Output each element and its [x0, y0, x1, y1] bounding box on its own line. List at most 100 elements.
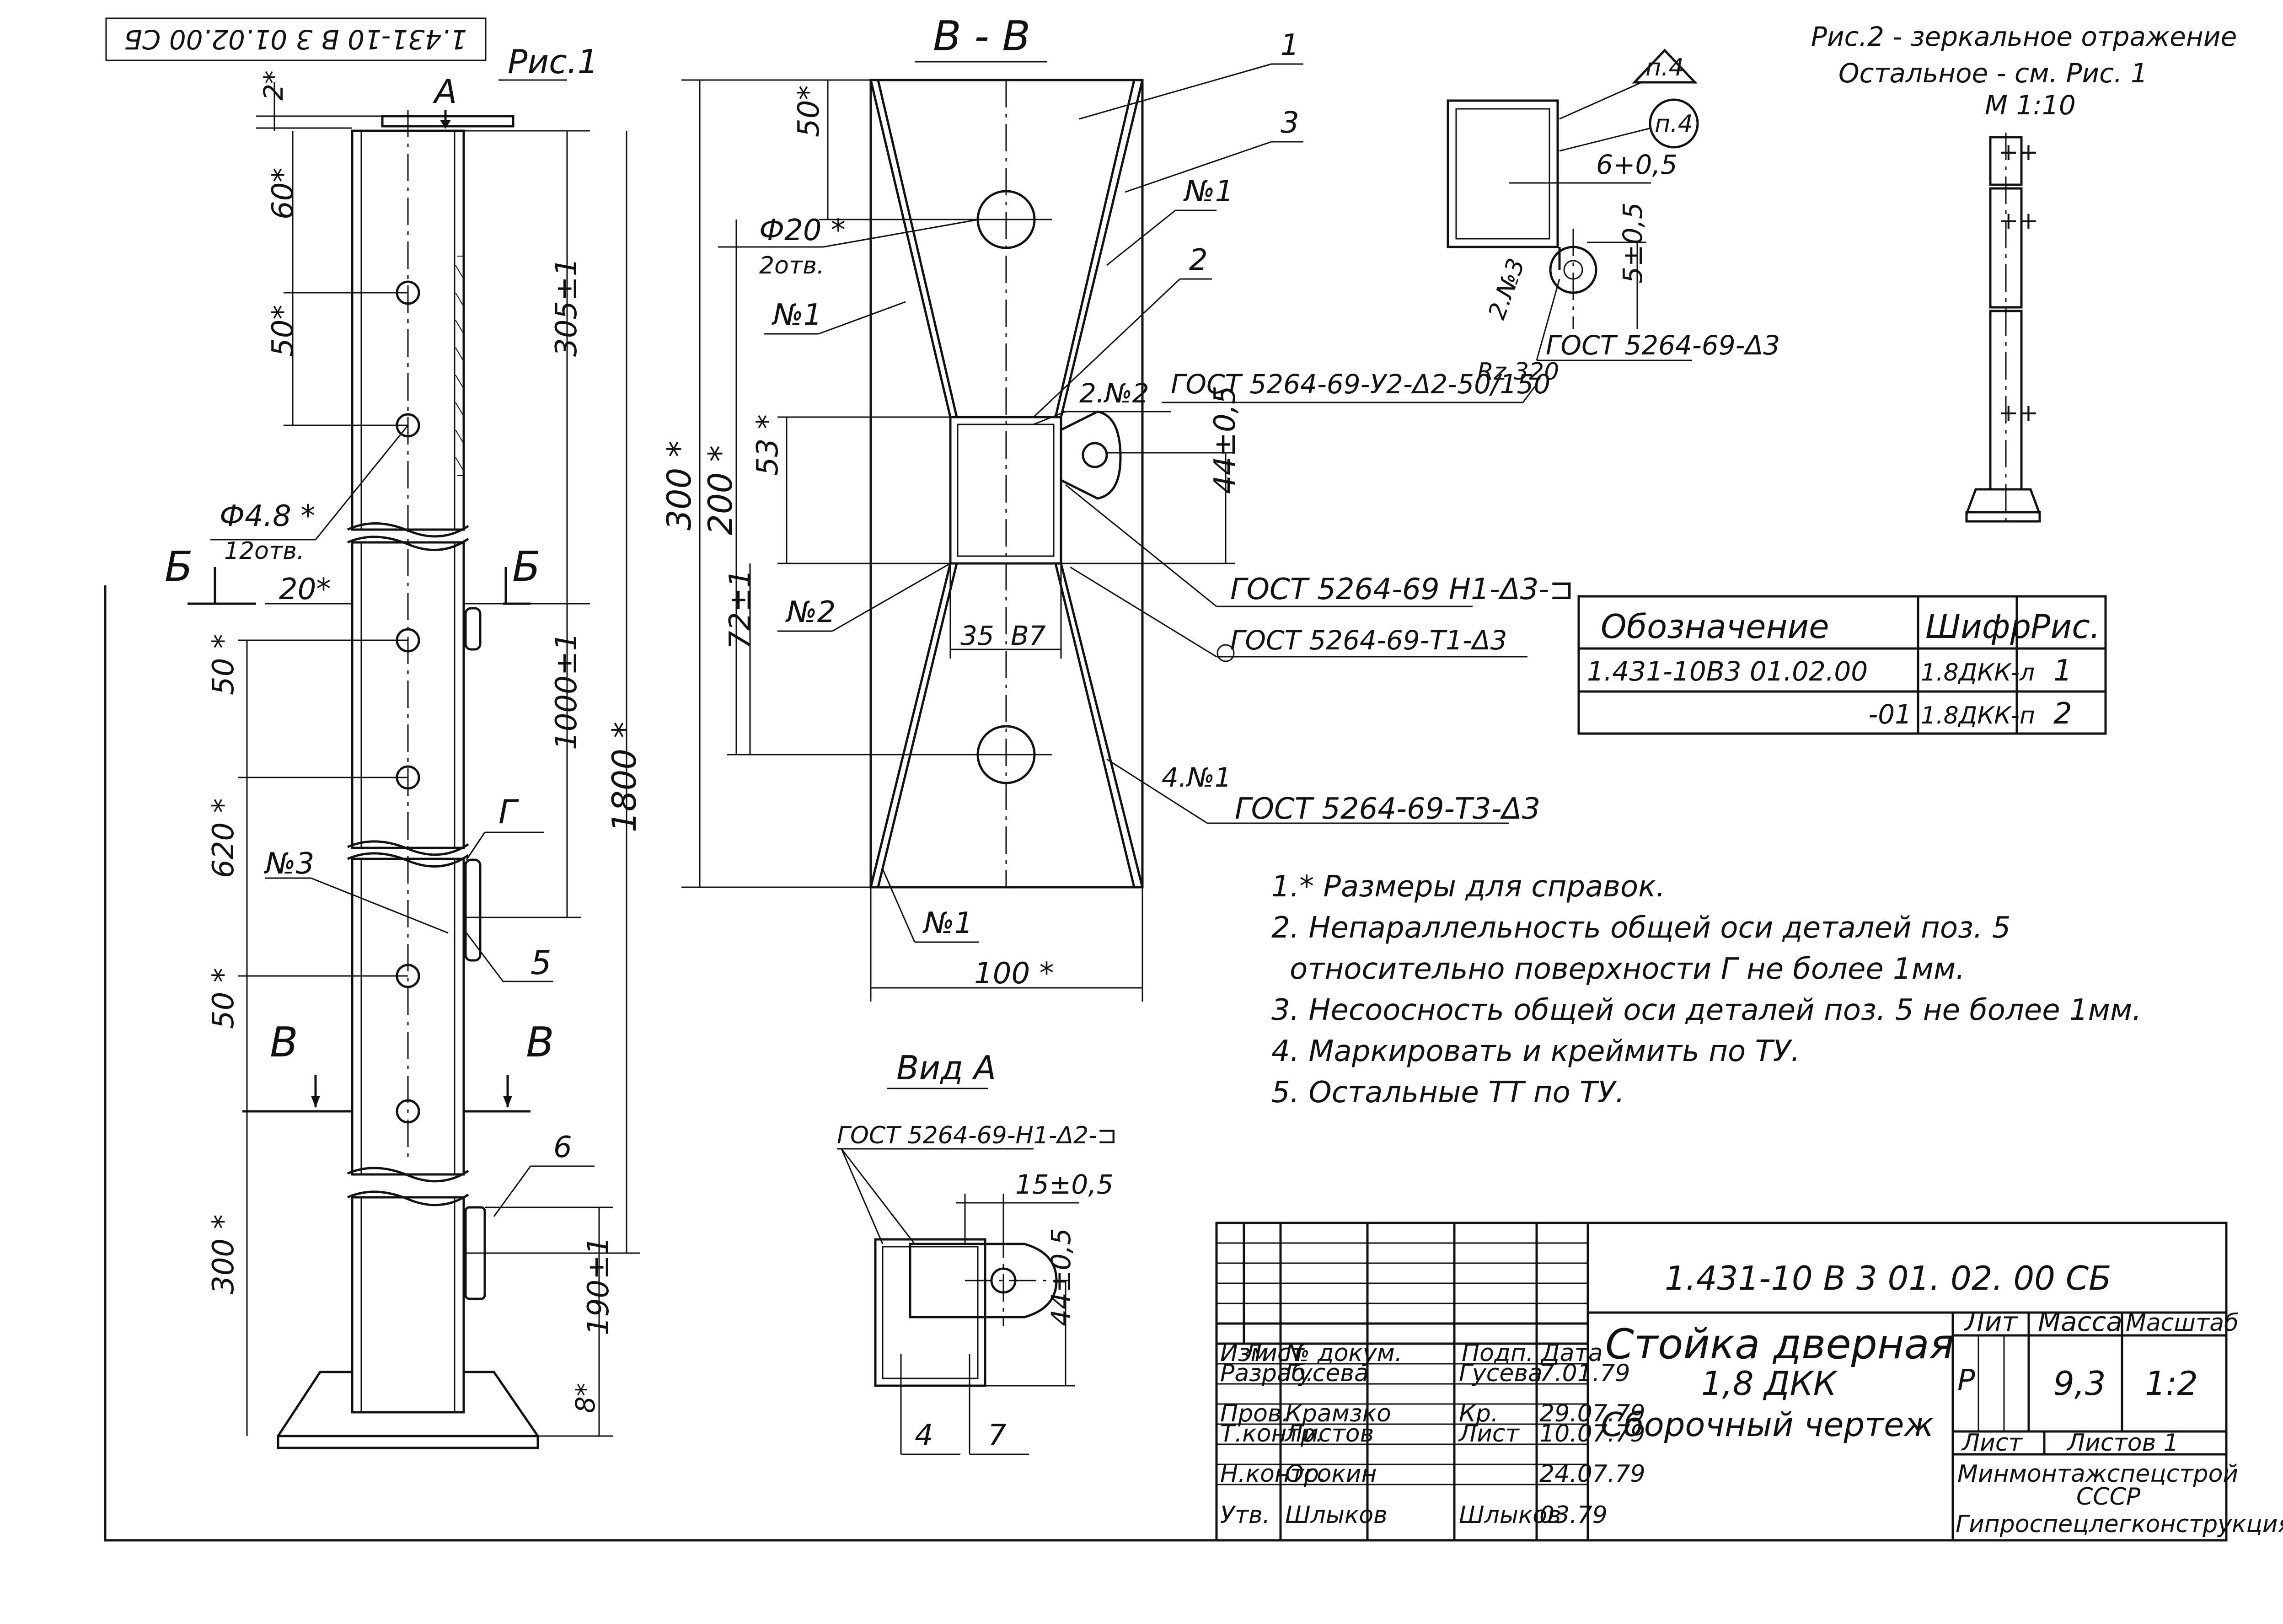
fig2-plus2: ++: [1999, 207, 2038, 235]
notes: 1.* Размеры для справок. 2. Непараллельн…: [1271, 870, 2142, 1109]
fig2: Рис.2 - зеркальное отражение Остальное -…: [1811, 21, 2237, 526]
vv-dim-50: 50*: [792, 86, 826, 137]
vv-holes: 2отв.: [759, 252, 824, 279]
detail-p4-triangle: п.4: [1645, 54, 1684, 81]
tb-sheet-label: Лист: [1961, 1429, 2023, 1457]
vv-gost-t1: ГОСТ 5264-69-Т1-Δ3: [1230, 625, 1507, 656]
vv-dim-72: 72±1: [723, 569, 757, 649]
spec-header-designation: Обозначение: [1601, 607, 1829, 646]
tb-col-date: Дата: [1540, 1340, 1603, 1367]
tb-org-line2: СССР: [2076, 1483, 2141, 1511]
vv-weld-n2: №2: [785, 595, 836, 629]
dim-50-top: 50*: [266, 305, 300, 357]
tb-head-mass: Масса: [2038, 1306, 2122, 1337]
tb-lit-value: Р: [1957, 1364, 1975, 1398]
tb-row5-sign: Шлыков: [1459, 1501, 1561, 1529]
tb-row3-sign: Лист: [1458, 1420, 1520, 1447]
tb-row2-role: Пров.: [1220, 1400, 1289, 1427]
tb-scale-value: 1:2: [2145, 1364, 2198, 1403]
tb-col-izm: Изм: [1220, 1340, 1269, 1367]
fig1-title: Рис.1: [508, 43, 599, 81]
tb-doc-number: 1.431-10 В 3 01. 02. 00 СБ: [1665, 1259, 2112, 1297]
section-b-right: Б: [512, 543, 541, 591]
vv-gost-t3: ГОСТ 5264-69-Т3-Δ3: [1235, 792, 1540, 826]
tb-org-line3: Гипроспецлегконструкция: [1956, 1511, 2283, 1538]
tb-row3-name: Листов: [1284, 1420, 1374, 1447]
section-v-left: В: [270, 1018, 298, 1067]
fig2-scale: М 1:10: [1985, 90, 2076, 121]
vv-dim-300: 300 *: [660, 441, 698, 531]
vv-weld-n1: №1: [1183, 175, 1233, 209]
vv-rz: Rz 320: [1477, 358, 1559, 386]
tb-head-scale: Масштаб: [2126, 1309, 2239, 1337]
detail-dim-6: 6+0,5: [1596, 149, 1677, 180]
tb-row2-sign: Кр.: [1459, 1400, 1498, 1427]
dim-2: 2*: [258, 70, 289, 101]
vv-dim-35: 35: [960, 620, 994, 651]
section-v-right: В: [526, 1018, 554, 1067]
note-2b: относительно поверхности Г не более 1мм.: [1290, 952, 1965, 986]
fig1-column: Рис.1 А: [165, 43, 643, 1449]
fig2-line1: Рис.2 - зеркальное отражение: [1811, 21, 2237, 52]
tb-sheets-label: Листов 1: [2066, 1429, 2179, 1457]
tb-row5-name: Шлыков: [1285, 1501, 1388, 1529]
dim-620: 620 *: [207, 799, 241, 879]
tb-row2-date: 29.07.79: [1539, 1400, 1645, 1427]
note-3: 3. Несоосность общей оси деталей поз. 5 …: [1271, 993, 2142, 1027]
spec-row2-code: 1.8ДКК-п: [1921, 702, 2035, 729]
vv-dim-53: 53 *: [751, 414, 785, 476]
spec-row1-designation: 1.431-10В3 01.02.00: [1587, 656, 1868, 687]
vv-gost-top: ГОСТ 5264-69-У2-Δ2-50/150: [1171, 369, 1550, 400]
fig2-line2: Остальное - см. Рис. 1: [1838, 58, 2148, 89]
view-a-dim-15: 15±0,5: [1015, 1169, 1114, 1200]
tb-name-line2: 1,8 ДКК: [1701, 1364, 1838, 1403]
view-a-pos4: 4: [915, 1419, 933, 1452]
fig2-plus3: ++: [1999, 399, 2038, 427]
tb-row5-role: Утв.: [1220, 1501, 1270, 1529]
view-a-dim-44: 44±0,5: [1045, 1228, 1077, 1326]
spec-row2-fig: 2: [2053, 697, 2072, 731]
vv-hole: Ф20 *: [759, 214, 846, 247]
tb-row1-sign: Гусева: [1459, 1360, 1543, 1387]
view-a-pos7: 7: [988, 1419, 1007, 1452]
tb-row5-date: 03.79: [1539, 1501, 1608, 1529]
vv-pos2: 2: [1189, 243, 1208, 277]
note-5: 5. Остальные ТТ по ТУ.: [1271, 1076, 1625, 1109]
tb-row2-name: Крамзко: [1285, 1400, 1391, 1427]
tb-row1-role: Разраб.: [1220, 1360, 1313, 1387]
vv-dim-200: 200 *: [701, 445, 740, 535]
view-a-mark: А: [433, 72, 457, 111]
dim-60: 60*: [266, 168, 300, 220]
detail-dim-5: 5±0,5: [1617, 202, 1648, 284]
vv-weld-4n1: 4.№1: [1162, 762, 1232, 793]
note-2: 2. Непараллельность общей оси деталей по…: [1271, 911, 2010, 945]
dim-8: 8*: [570, 1383, 601, 1413]
tb-row1-name: Гусева: [1285, 1360, 1369, 1387]
detail-top: п.4 п.4 6+0,5 5±0,5 2.№3 ГОСТ 5264-69-Δ3: [1447, 48, 1780, 361]
vv-weld-n1-left: №1: [772, 298, 822, 332]
section-vv-title: В - В: [933, 12, 1030, 60]
hole-count: 12отв.: [224, 537, 304, 565]
tb-org-line1: Минмонтажспецстрой: [1957, 1460, 2238, 1488]
dim-1000: 1000±1: [550, 632, 584, 750]
tb-head-lit: Лит: [1964, 1306, 2018, 1337]
tb-row3-date: 10.07.79: [1539, 1420, 1645, 1447]
tb-row4-role: Н.контр.: [1220, 1460, 1327, 1488]
fig2-plus1: ++: [1999, 139, 2038, 166]
note-4: 4. Маркировать и креймить по ТУ.: [1271, 1034, 1800, 1068]
spec-header-fig: Рис.: [2031, 607, 2101, 646]
tb-col-sign: Подп.: [1462, 1340, 1533, 1367]
section-vv: В - В 1 3 №1 2: [660, 12, 1574, 1002]
tb-row4-name: Осокин: [1285, 1460, 1377, 1488]
spec-table: Обозначение Шифр Рис. 1.431-10В3 01.02.0…: [1577, 595, 2107, 735]
tb-col-doc: № докум.: [1284, 1340, 1402, 1367]
tb-name-line1: Стойка дверная: [1605, 1320, 1954, 1368]
vv-dim-44: 44±0,5: [1208, 386, 1242, 494]
top-stamp: 1.431-10 B 3 01.02.00 СБ: [105, 17, 487, 61]
vv-pos3: 3: [1281, 106, 1299, 140]
tb-mass-value: 9,3: [2053, 1364, 2106, 1403]
mark-g: Г: [498, 793, 519, 831]
pos6-label: 6: [553, 1131, 572, 1164]
vv-weld-2n2: 2.№2: [1079, 378, 1149, 409]
